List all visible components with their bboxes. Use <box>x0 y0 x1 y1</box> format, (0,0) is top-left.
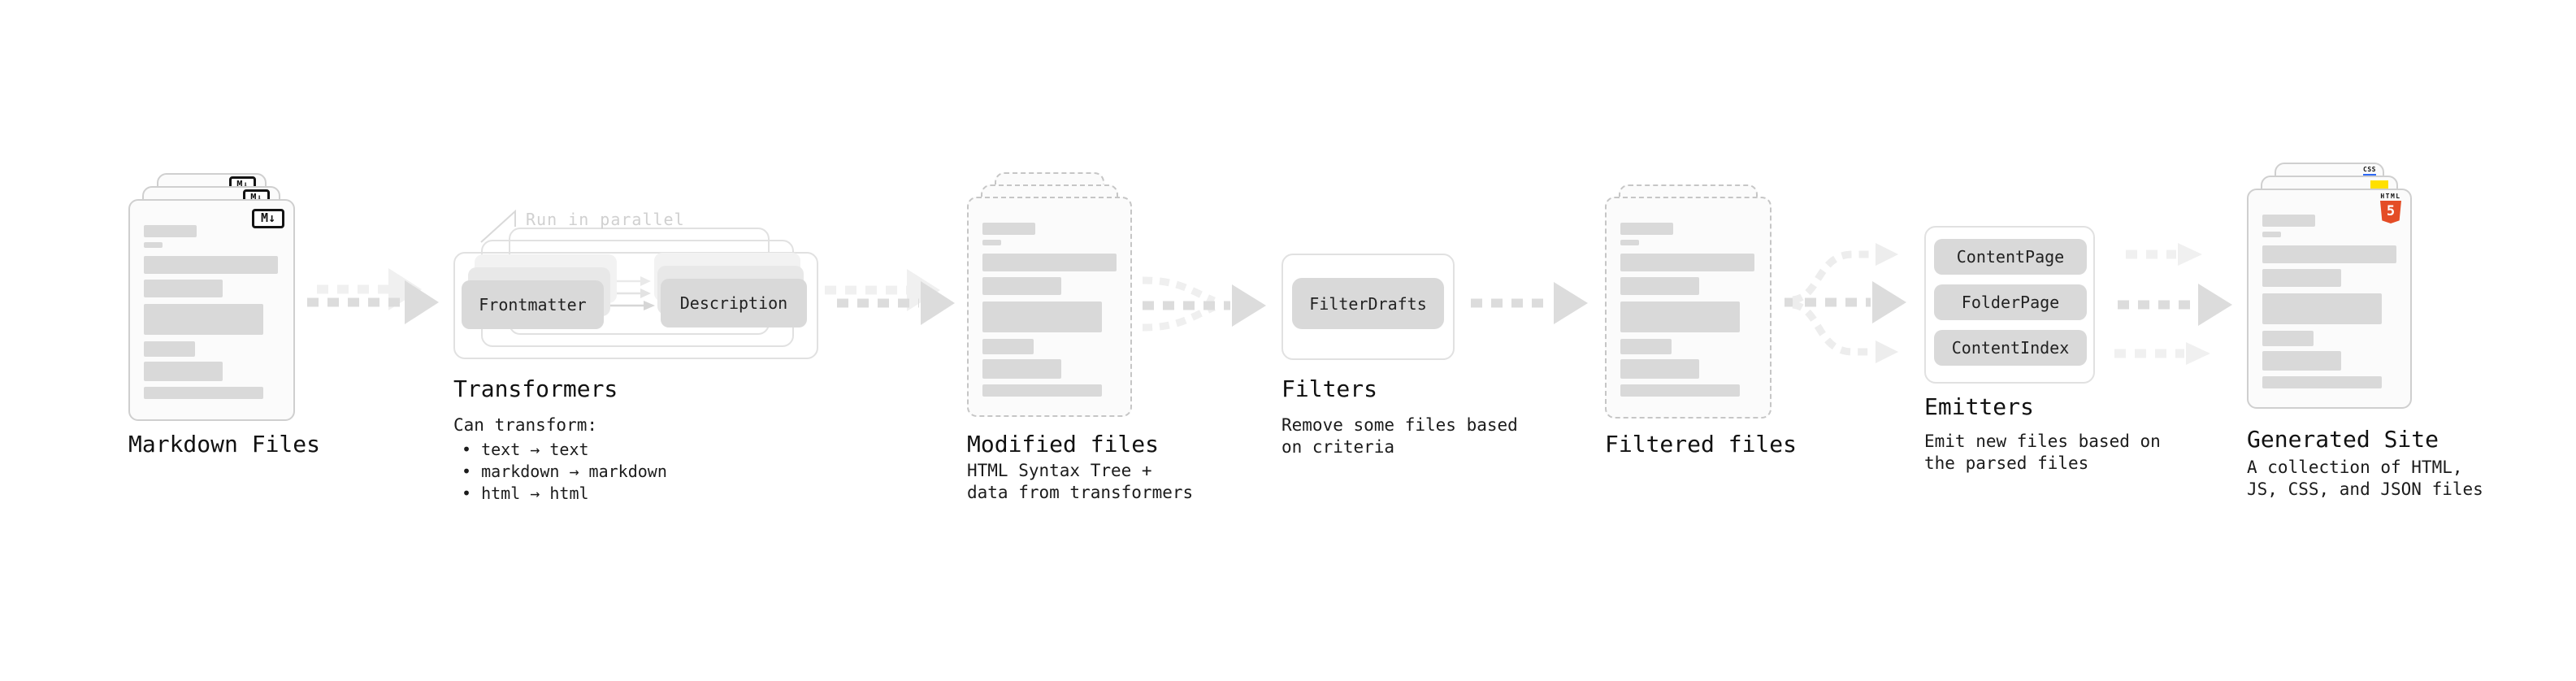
run-in-parallel-callout-line <box>480 209 516 243</box>
emitters-box <box>1924 226 2095 384</box>
transformer-box-front <box>453 252 818 359</box>
content-bar <box>2262 376 2382 388</box>
content-bar <box>1620 223 1673 235</box>
transformer-parallel-arrows <box>608 276 655 310</box>
emitters-title: Emitters <box>1924 393 2034 420</box>
content-bar <box>2262 245 2396 263</box>
content-page-node: ContentPage <box>1934 239 2087 275</box>
description-line: JS, CSS, and JSON files <box>2247 479 2483 499</box>
content-bar <box>2262 215 2315 227</box>
content-bar <box>144 304 263 335</box>
content-bar <box>1620 277 1699 295</box>
description-node: Description <box>661 279 807 327</box>
filters-title: Filters <box>1281 375 1378 402</box>
description-line: HTML Syntax Tree + <box>967 461 1152 480</box>
filtered-files-label: Filtered files <box>1605 431 1798 458</box>
content-bar <box>982 359 1061 379</box>
content-index-node: ContentIndex <box>1934 330 2087 366</box>
content-bar <box>1620 254 1754 271</box>
transformers-bullet: • html → html <box>462 484 589 503</box>
content-bar <box>1620 301 1740 332</box>
content-bar <box>2262 232 2281 237</box>
description-line: A collection of HTML, <box>2247 458 2463 477</box>
transformers-heading: Can transform: <box>453 415 598 435</box>
arrow-transformers-to-modified <box>825 269 955 325</box>
content-bar <box>982 223 1035 235</box>
filters-description: Remove some files based on criteria <box>1281 414 1518 458</box>
filtered-file-card <box>1605 197 1772 419</box>
html5-icon: HTML 5 <box>2380 193 2401 223</box>
content-bar <box>144 341 195 357</box>
transformers-bullet: • markdown → markdown <box>462 462 667 481</box>
arrow-modified-to-filters-converge <box>1142 276 1266 332</box>
generated-site-description: A collection of HTML, JS, CSS, and JSON … <box>2247 457 2483 501</box>
content-bar <box>144 280 223 297</box>
transformers-title: Transformers <box>453 375 618 402</box>
content-bar <box>144 242 163 248</box>
html5-wordmark: HTML <box>2380 193 2401 200</box>
generated-site-label: Generated Site <box>2247 426 2439 453</box>
content-bar <box>982 254 1117 271</box>
content-bar <box>2262 351 2341 371</box>
content-bar <box>1620 339 1672 354</box>
transformers-bullet-list: • text → text • markdown → markdown • ht… <box>462 439 667 505</box>
js-badge-icon <box>2370 180 2388 190</box>
description-line: on criteria <box>1281 437 1395 457</box>
content-bar <box>2262 269 2341 287</box>
frontmatter-node: Frontmatter <box>462 280 604 329</box>
content-bar <box>2262 293 2382 324</box>
arrow-emitters-to-generated <box>2114 243 2232 365</box>
content-bar <box>982 240 1001 245</box>
markdown-files-label: Markdown Files <box>128 431 321 458</box>
emitters-description: Emit new files based on the parsed files <box>1924 431 2161 475</box>
content-bar <box>2262 331 2314 346</box>
transformers-bullet: • text → text <box>462 440 589 459</box>
content-bar <box>1620 384 1740 397</box>
content-bar <box>982 339 1034 354</box>
content-bar <box>144 225 197 237</box>
content-bar <box>982 277 1061 295</box>
content-bar <box>144 387 263 399</box>
content-bar <box>144 256 278 274</box>
html5-shield: 5 <box>2380 201 2401 223</box>
modified-file-card <box>967 197 1132 417</box>
arrow-markdown-to-transformers <box>307 268 439 324</box>
markdown-icon: M↓ <box>252 209 284 228</box>
content-bar <box>1620 240 1639 245</box>
modified-files-description: HTML Syntax Tree + data from transformer… <box>967 460 1193 504</box>
description-line: the parsed files <box>1924 453 2089 473</box>
arrow-filtered-to-emitters-diverge <box>1785 243 1906 363</box>
description-line: data from transformers <box>967 483 1194 502</box>
filter-drafts-node: FilterDrafts <box>1292 278 1444 329</box>
run-in-parallel-annotation: Run in parallel <box>526 210 685 229</box>
markdown-file-card: M↓ <box>128 199 295 421</box>
content-bar <box>982 301 1102 332</box>
content-bar <box>982 384 1102 397</box>
content-bar <box>144 362 223 381</box>
content-bar <box>1620 359 1699 379</box>
description-line: Emit new files based on <box>1924 432 2161 451</box>
modified-files-label: Modified files <box>967 431 1160 458</box>
description-line: Remove some files based <box>1281 415 1518 435</box>
filters-box <box>1281 254 1455 360</box>
css-badge-icon: CSS <box>2363 167 2376 176</box>
arrow-filters-to-filtered <box>1471 282 1588 324</box>
folder-page-node: FolderPage <box>1934 284 2087 320</box>
generated-file-card: HTML 5 <box>2247 189 2412 409</box>
